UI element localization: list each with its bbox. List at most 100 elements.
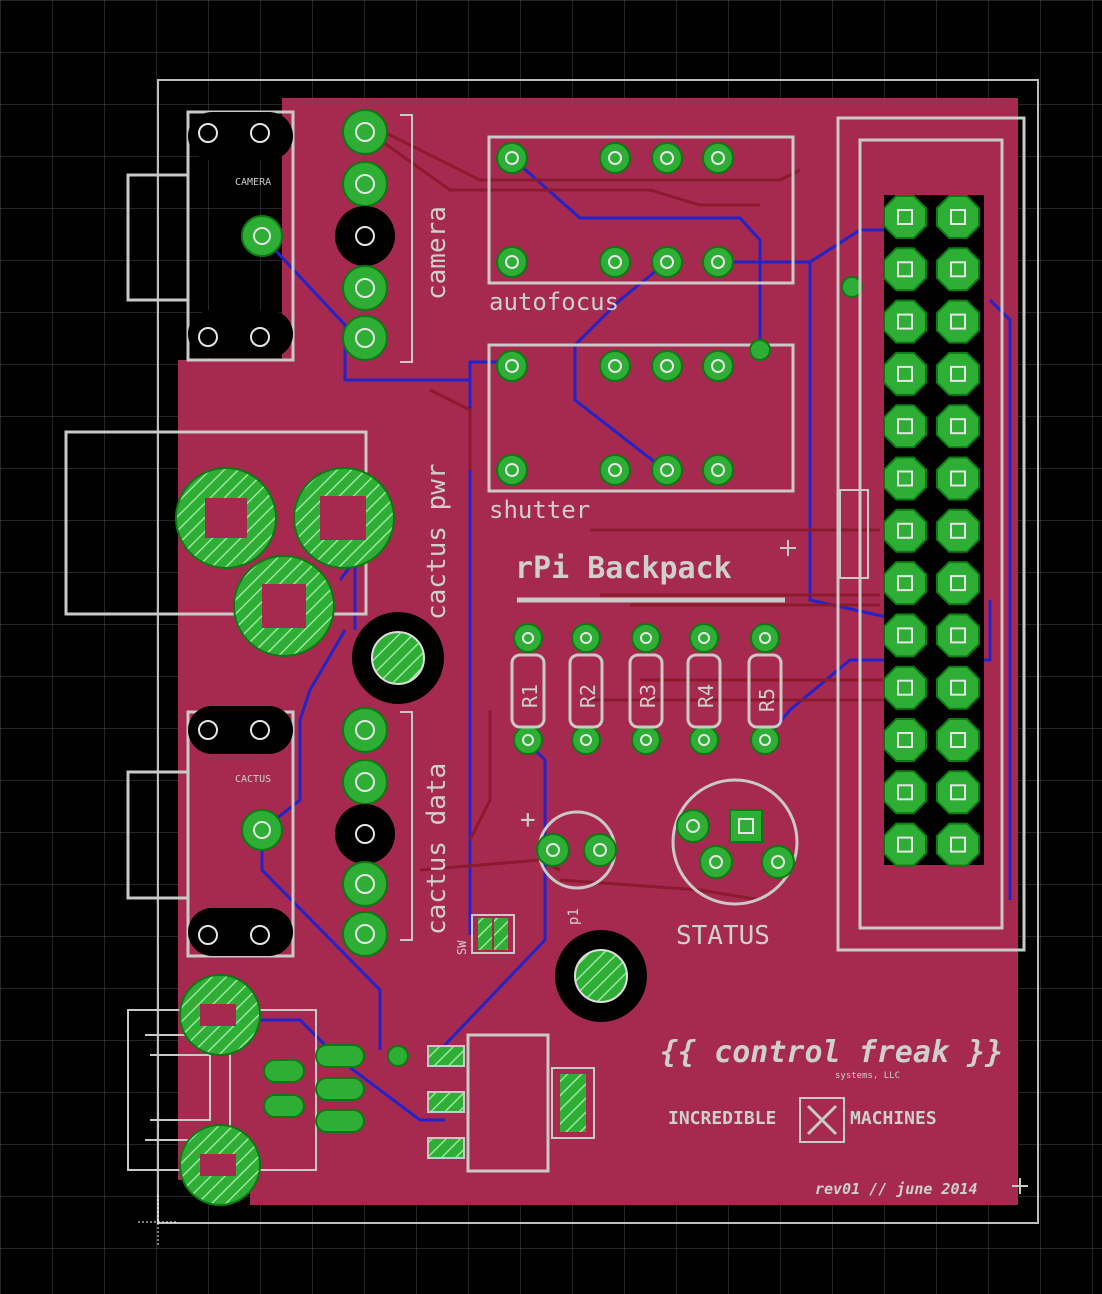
gpio-pin [936,561,980,606]
cactus-data-header: cactus data [335,707,452,957]
gpio-pin [883,456,927,501]
gpio-pin-drill [950,679,966,696]
gpio-pin-drill [950,732,966,748]
gpio-pin [936,247,980,292]
camera-header: camera [335,109,452,363]
status-label: STATUS [676,921,770,951]
gpio-pin-drill [950,575,966,592]
gpio-pin [936,456,980,501]
gpio-pin-drill [897,365,913,382]
gpio-pin [883,404,927,449]
board-outline [157,79,1039,1224]
gpio-pin-drill [950,313,966,330]
led-plus-label: + [520,805,536,835]
cursor-crosshair [138,1195,178,1245]
gpio-pin-drill [950,836,966,853]
gpio-pin-drill [897,575,913,592]
gpio-pin [883,718,927,762]
gpio-pin [936,404,980,449]
incredible-machines-logo-icon [799,1097,845,1143]
gpio-pin [883,195,927,239]
gpio-pin [936,822,980,867]
r1-label: R1 [518,684,542,708]
gpio-pin-drill [897,836,913,853]
gpio-pin-drill [950,209,966,225]
cactus-connector: CACTUS [126,706,295,958]
cactus-connector-label: CACTUS [235,774,271,785]
copper-pour [178,98,1018,1205]
incredible-right-label: MACHINES [850,1108,937,1129]
resistor-r4: R4 [686,623,722,755]
board-title: rPi Backpack [515,551,732,586]
gpio-pin [883,508,927,553]
shutter-label: shutter [489,496,590,524]
via [841,276,863,298]
gpio-pin-drill [897,209,913,225]
gpio-pin [883,665,927,710]
gpio-pin-drill [950,261,966,278]
via [749,339,771,361]
gpio-pin [883,613,927,658]
brand-subtitle: systems, LLC [835,1071,900,1081]
resistor-r5: R5 [747,623,783,755]
gpio-pin [936,351,980,396]
camera-connector-label: CAMERA [235,177,271,188]
gpio-pin [936,718,980,762]
voltage-regulator [427,1033,595,1173]
autofocus-label: autofocus [489,288,619,316]
gpio-pin-drill [897,627,913,644]
gpio-pin [883,247,927,292]
gpio-pin [936,770,980,815]
origin-cross [780,540,796,556]
gpio-pin-drill [897,418,913,435]
gpio-pin-drill [897,261,913,278]
gpio-pin-drill [897,470,913,487]
via [387,1045,409,1067]
switch-jumper: SW [455,914,515,955]
revision-label: rev01 // june 2014 [815,1180,978,1198]
gpio-pin-drill [897,732,913,748]
gpio-pin [936,195,980,239]
mounting-hole [352,612,444,704]
resistor-r3: R3 [628,623,664,755]
gpio-pin [936,665,980,710]
status-led: STATUS [671,778,799,951]
rev-origin-cross [1012,1178,1028,1194]
gpio-pin-drill [950,470,966,487]
mounting-hole [555,930,647,1022]
gpio-pin-drill [897,679,913,696]
gpio-pin [883,351,927,396]
gpio-pin-drill [950,784,966,801]
brand-logo: {{ control freak }} [660,1035,1003,1070]
r4-label: R4 [694,684,718,708]
gpio-pin-drill [950,365,966,382]
p1-label: p1 [566,908,582,925]
usb-connector [127,974,365,1206]
gpio-pin-drill [897,522,913,539]
cactus-power-jack: cactus pwr [64,430,452,657]
gpio-pin [936,508,980,553]
autofocus-relay: autofocus [487,135,795,316]
r5-label: R5 [755,688,779,712]
camera-label: camera [422,206,452,300]
r2-label: R2 [576,684,600,708]
gpio-pin-drill [950,418,966,435]
shutter-relay: shutter [487,343,795,524]
gpio-pin-drill [897,784,913,801]
sw-label: SW [455,940,469,955]
gpio-pin-drill [897,313,913,330]
gpio-pin [883,770,927,815]
cactus-data-label: cactus data [422,763,452,935]
resistor-r2: R2 [568,623,604,755]
gpio-pin [883,822,927,867]
gpio-pin [936,613,980,658]
camera-connector: CAMERA [126,110,295,362]
gpio-header [836,116,1026,952]
gpio-pin [883,299,927,344]
gpio-pin-drill [950,522,966,539]
cactus-pwr-label: cactus pwr [422,463,452,620]
gpio-pin-drill [950,627,966,644]
gpio-pin [936,299,980,344]
led-p1: + p1 [520,805,617,925]
